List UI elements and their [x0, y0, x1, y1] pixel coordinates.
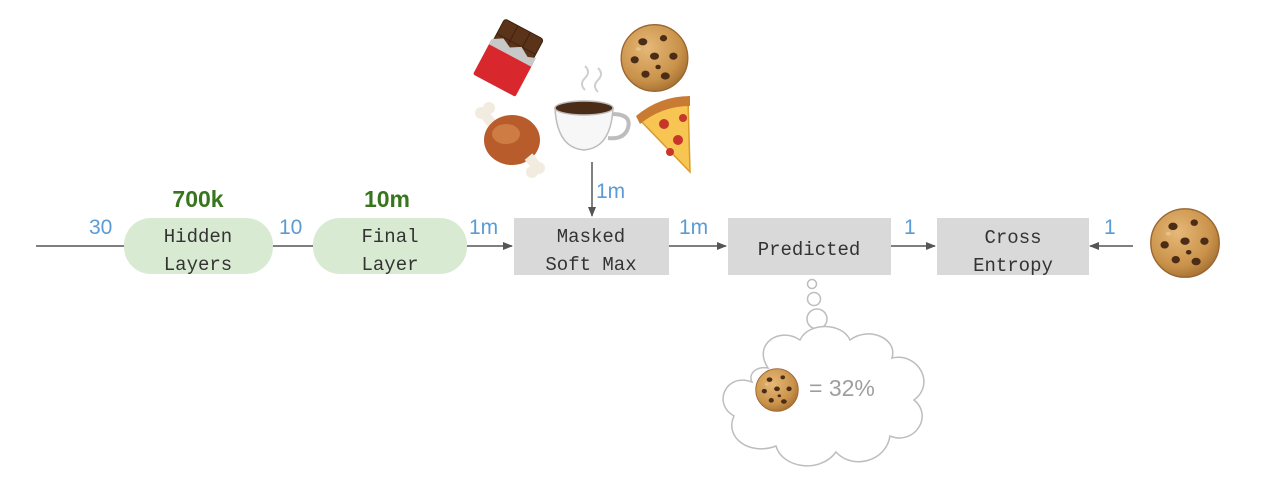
node-label: Final [361, 226, 418, 248]
chocolate-bar-icon [473, 19, 544, 97]
node-cross-entropy: Cross Entropy [937, 218, 1089, 277]
node-label: Cross [984, 227, 1041, 249]
parameter-labels: 700k 10m [172, 186, 410, 212]
node-label: Predicted [758, 239, 861, 261]
node-predicted: Predicted [728, 218, 891, 275]
node-label: Layer [361, 254, 418, 276]
dim-input: 30 [89, 216, 112, 239]
pizza-slice-icon [636, 96, 691, 174]
thought-cloud [722, 325, 925, 467]
cookie-icon [620, 23, 689, 93]
node-hidden-layers: Hidden Layers [124, 218, 273, 276]
dimension-labels: 30 10 1m 1m 1m 1 1 [89, 180, 1116, 239]
node-masked-soft-max: Masked Soft Max [514, 218, 669, 276]
cookie-icon [1150, 208, 1220, 278]
connectors [36, 162, 1133, 250]
dim-predicted-to-cross: 1 [904, 216, 916, 239]
dim-target-to-cross: 1 [1104, 216, 1116, 239]
node-label: Soft Max [545, 254, 636, 276]
coffee-cup-icon [554, 65, 631, 151]
dim-mask-in: 1m [596, 180, 625, 203]
node-label: Entropy [973, 255, 1053, 277]
param-final: 10m [364, 186, 410, 212]
node-label: Masked [557, 226, 625, 248]
dim-final-to-masked: 1m [469, 216, 498, 239]
dim-hidden-to-final: 10 [279, 216, 302, 239]
thought-value: = 32% [809, 375, 875, 401]
node-label: Layers [164, 254, 232, 276]
node-label: Hidden [164, 226, 232, 248]
param-hidden: 700k [172, 186, 223, 212]
thought-bubble: = 32% [722, 278, 925, 467]
cookie-icon [755, 368, 799, 412]
dim-masked-to-predicted: 1m [679, 216, 708, 239]
node-final-layer: Final Layer [313, 218, 467, 276]
meat-on-bone-icon [475, 102, 545, 178]
food-icons [473, 19, 691, 178]
